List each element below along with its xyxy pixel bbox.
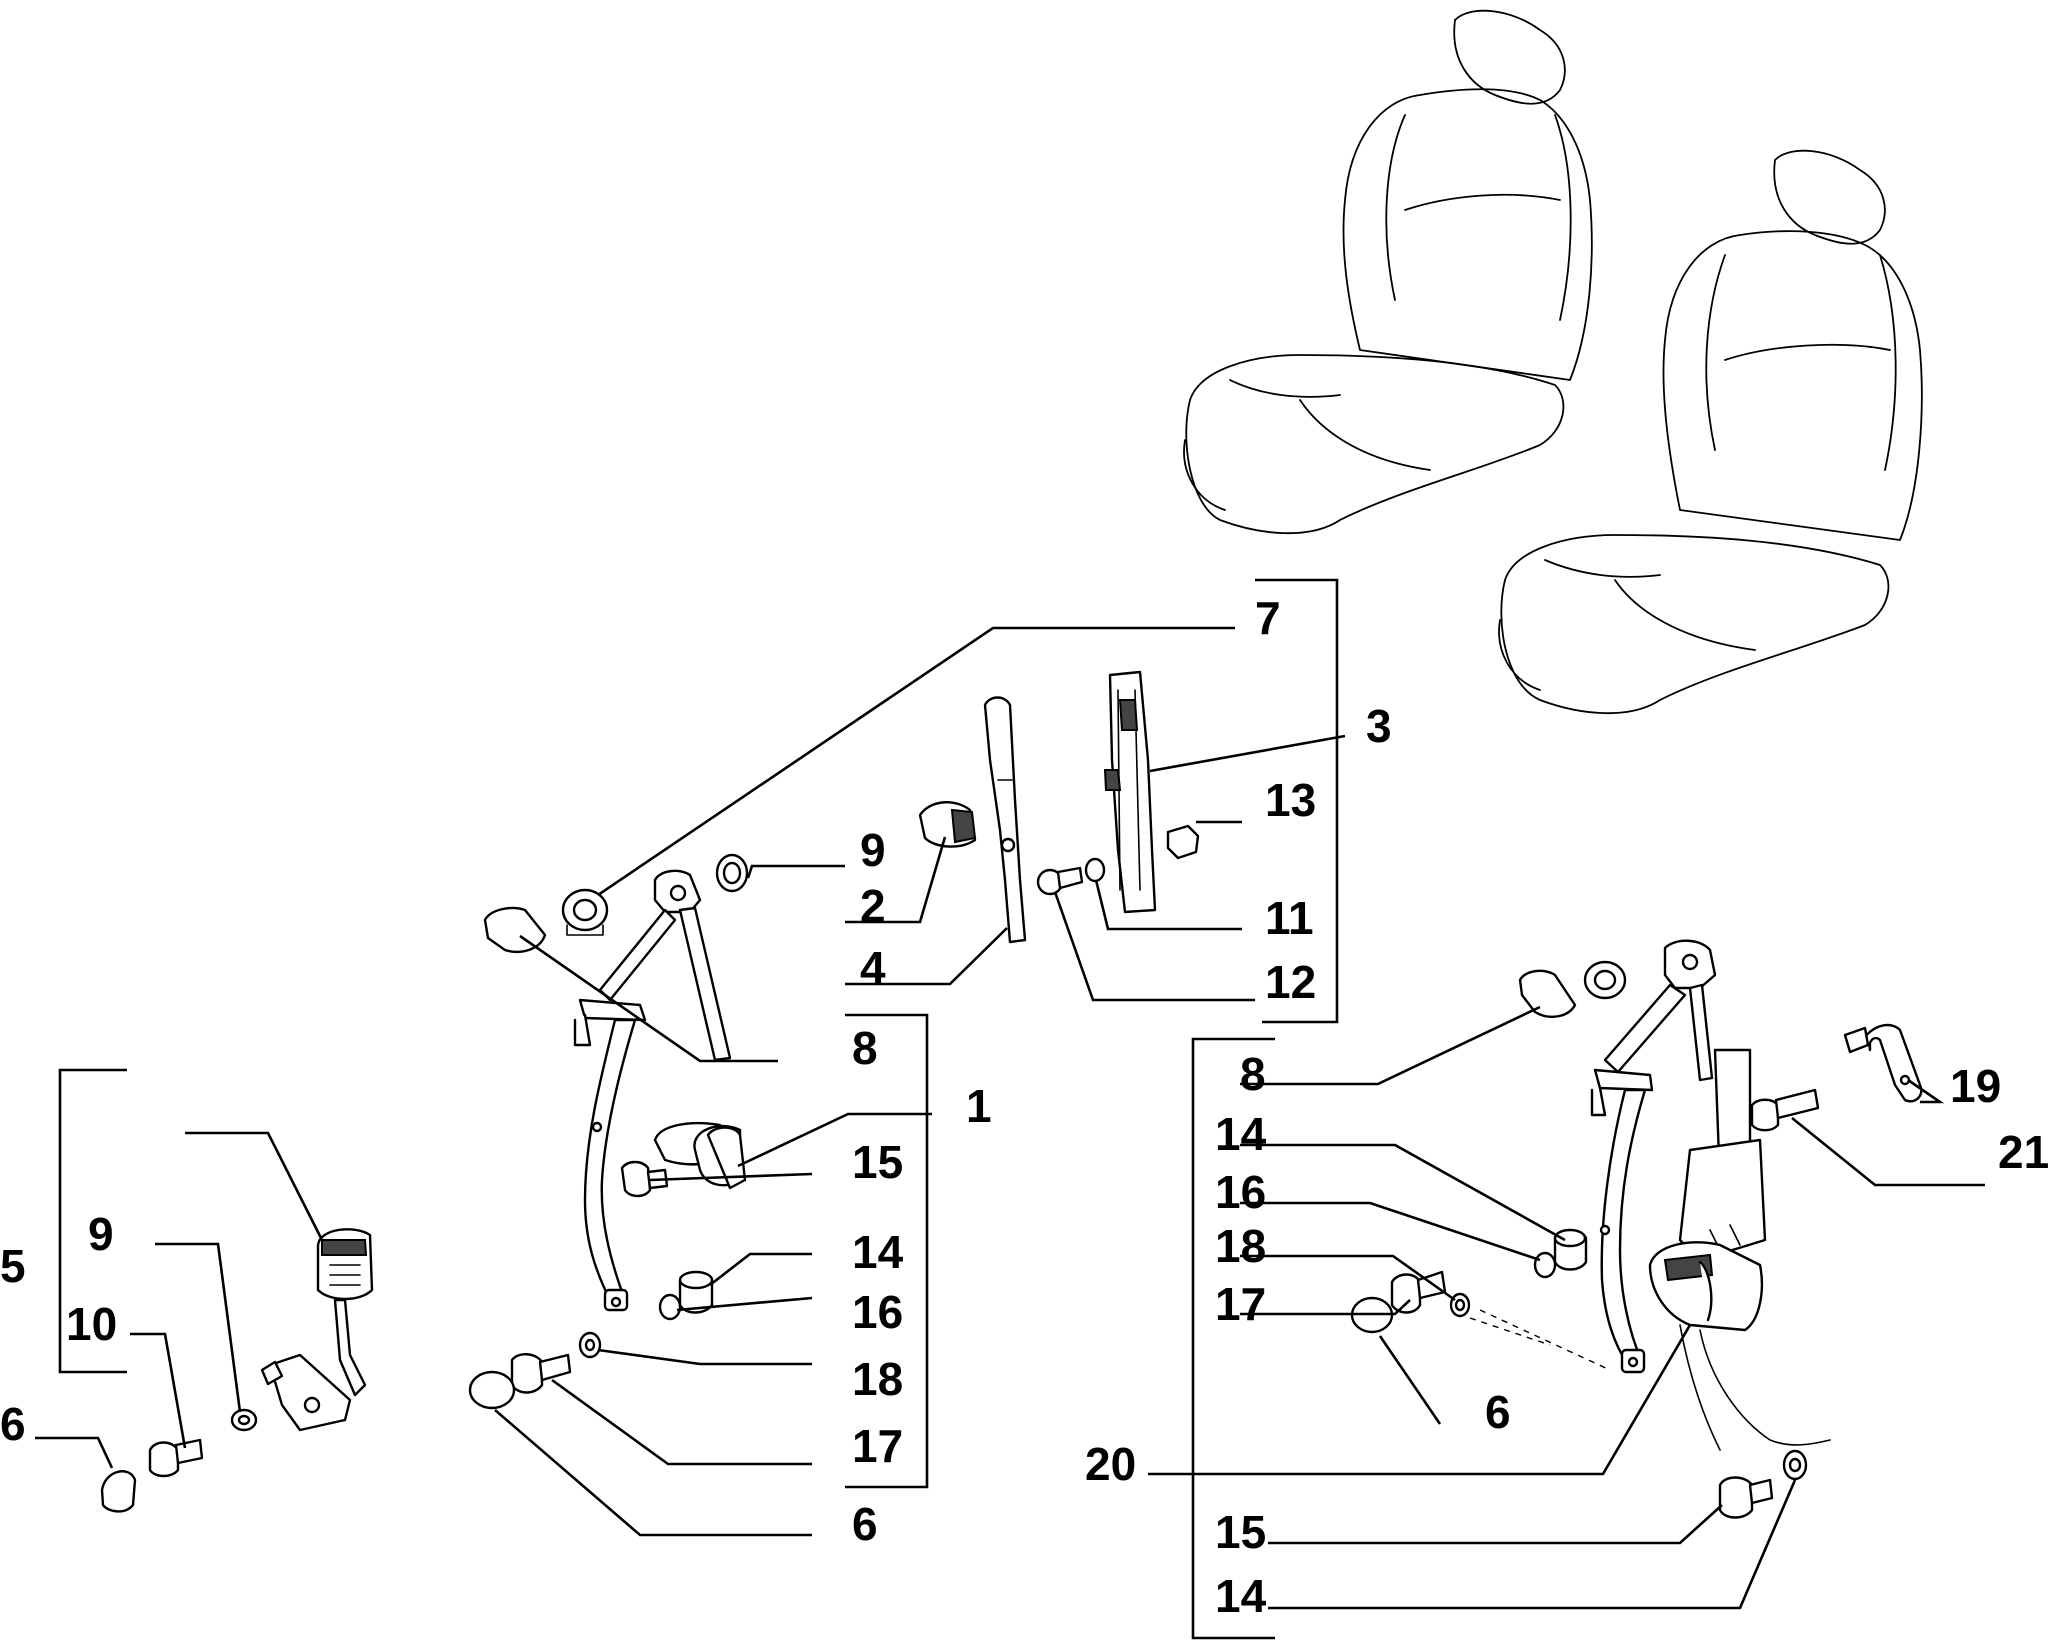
callout-20: 20 (1085, 1438, 1136, 1490)
callout-15-left: 15 (852, 1136, 903, 1188)
callout-3: 3 (1366, 700, 1392, 752)
leader-lines (35, 626, 1985, 1610)
callout-4: 4 (860, 942, 886, 994)
spacer-14b (1553, 1228, 1588, 1271)
callout-11: 11 (1265, 892, 1314, 944)
nut-13 (1166, 824, 1200, 860)
washer-9 (715, 853, 749, 893)
bracket-group-right (1191, 1037, 1275, 1640)
callout-12: 12 (1265, 956, 1316, 1008)
callout-5: 5 (0, 1240, 26, 1292)
trim-cover-2 (918, 801, 977, 848)
callout-15-right: 15 (1215, 1506, 1266, 1558)
spacer-14a (678, 1270, 714, 1314)
callout-6-right: 6 (1485, 1386, 1511, 1438)
callout-16-left: 16 (852, 1286, 903, 1338)
callout-8-right: 8 (1240, 1048, 1266, 1100)
anchor-cover-8b (1518, 969, 1577, 1018)
washer-18b (1449, 1292, 1471, 1318)
bolt-12 (1036, 866, 1084, 896)
seat-front-illustration (1498, 149, 1923, 715)
callout-9-left: 9 (88, 1208, 114, 1260)
bolt-17b (1390, 1270, 1447, 1314)
bolt-cover-7 (561, 888, 609, 936)
callout-7: 7 (1255, 592, 1281, 644)
callout-8-left: 8 (852, 1022, 878, 1074)
washer-11 (1084, 857, 1106, 883)
washer-14c (1782, 1449, 1808, 1481)
height-adjuster-rail-3 (1103, 670, 1157, 914)
callout-9-upper: 9 (860, 824, 886, 876)
callout-18-left: 18 (852, 1353, 903, 1405)
bracket-group-left (58, 1068, 127, 1374)
bolt-21 (1750, 1088, 1820, 1132)
callout-14-bottom: 14 (1215, 1570, 1267, 1622)
belt-guide-handle-19 (1843, 1023, 1923, 1103)
callout-21: 21 (1998, 1126, 2049, 1178)
callout-10: 10 (66, 1298, 117, 1350)
callout-17-right: 17 (1215, 1278, 1266, 1330)
bolt-10 (148, 1438, 204, 1478)
bracket-group-mid (845, 1013, 929, 1489)
callout-1: 1 (966, 1080, 992, 1132)
callout-18-right: 18 (1215, 1220, 1266, 1272)
callout-13: 13 (1265, 774, 1316, 826)
callout-labels: 7 3 13 9 2 11 4 12 8 1 15 14 16 18 17 6 … (0, 592, 2049, 1622)
dashed-guide-right (1469, 1309, 1611, 1371)
anchor-cover-8a (483, 906, 547, 954)
seat-rear-illustration (1183, 9, 1593, 535)
bolt-17a (510, 1353, 572, 1394)
callout-2: 2 (860, 880, 886, 932)
callout-6-mid: 6 (852, 1498, 878, 1550)
washer-18a (578, 1331, 602, 1359)
cap-6a (468, 1370, 516, 1410)
bracket-group-top (1255, 578, 1339, 1024)
callout-14-right: 14 (1215, 1108, 1267, 1160)
bolt-15b (1718, 1476, 1774, 1519)
belt-assembly-left (573, 869, 747, 1312)
guide-strip-4 (983, 696, 1027, 944)
belt-retractor-right (1590, 939, 1831, 1451)
buckle-assembly (260, 1228, 374, 1432)
callout-19: 19 (1950, 1060, 2001, 1112)
callout-16-right: 16 (1215, 1166, 1266, 1218)
callout-6-left: 6 (0, 1398, 26, 1450)
washer-16b (1533, 1251, 1557, 1279)
bolt-cover-7b (1583, 960, 1627, 1000)
washer-16a (658, 1293, 682, 1321)
washer-9b (230, 1408, 258, 1432)
callout-17-left: 17 (852, 1420, 903, 1472)
callout-14-left: 14 (852, 1226, 904, 1278)
cap-6b (100, 1470, 137, 1513)
